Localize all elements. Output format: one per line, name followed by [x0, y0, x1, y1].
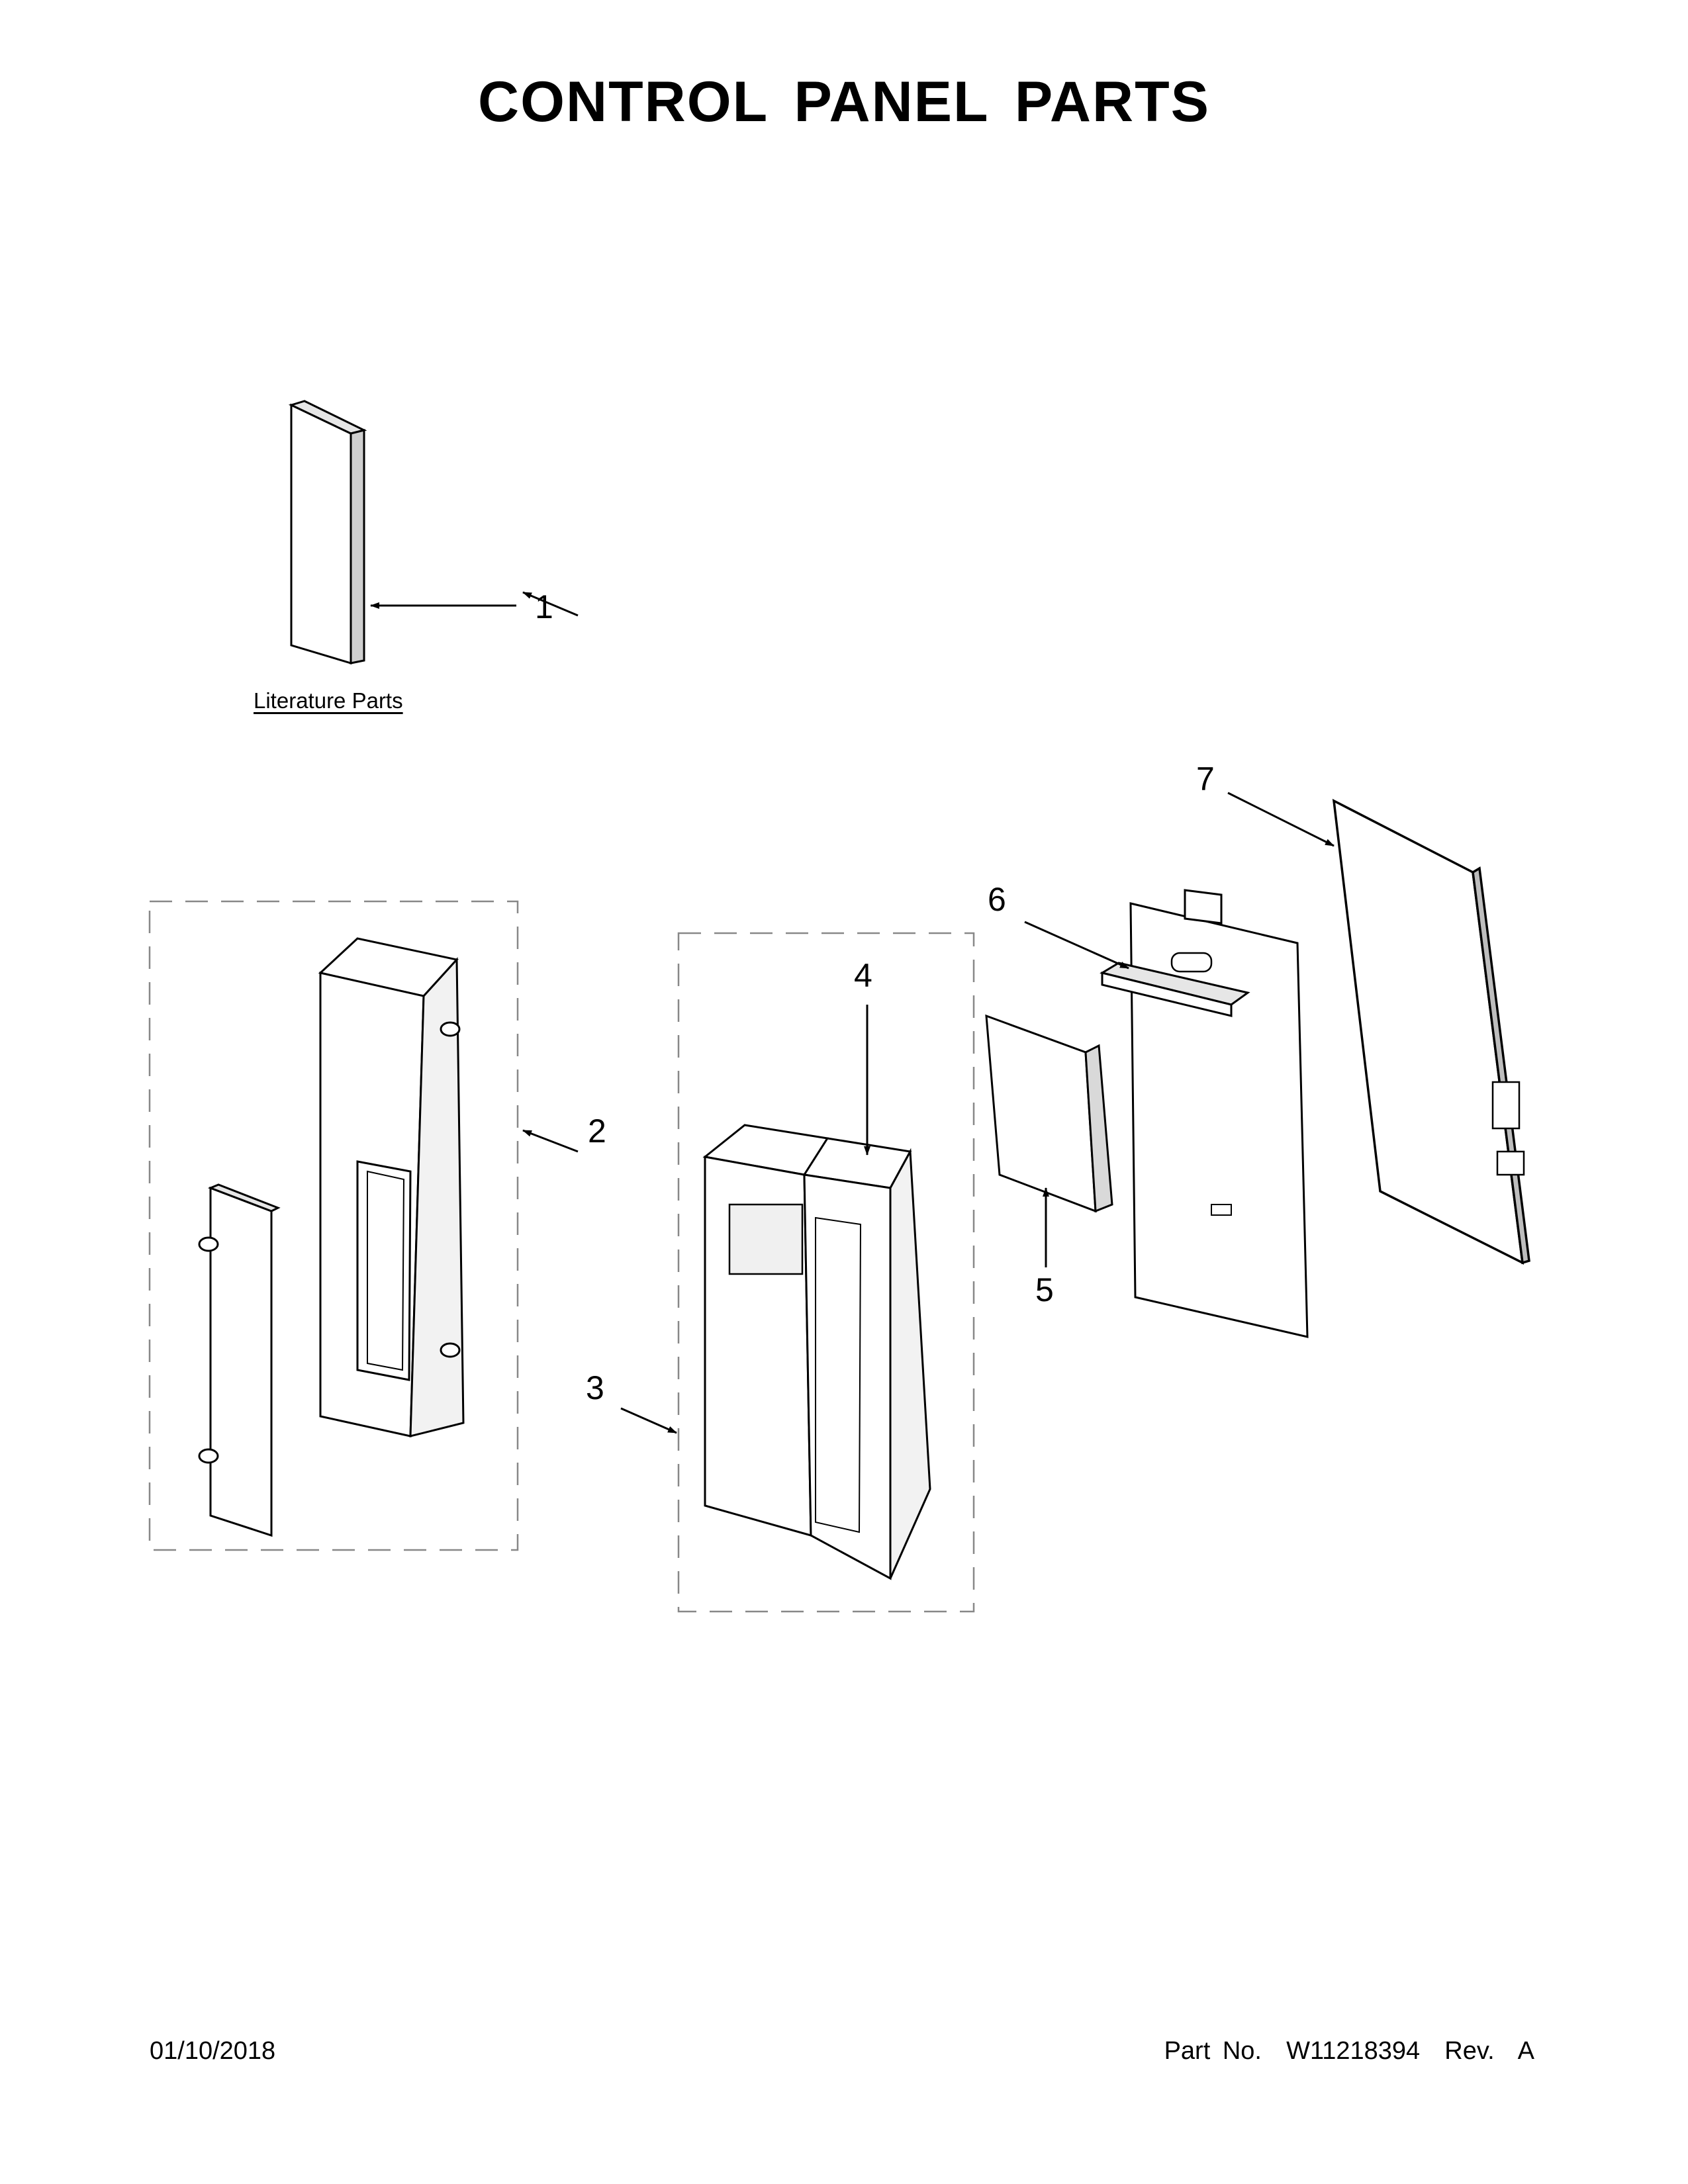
leader-6 — [1024, 921, 1129, 970]
side-bracket — [198, 1183, 281, 1537]
control-panel-fascia — [702, 1124, 829, 1537]
callout-3: 3 — [586, 1369, 604, 1406]
leader-arrows — [370, 591, 1335, 1434]
leader-7 — [1227, 792, 1335, 847]
literature-parts-label: Literature Parts — [254, 688, 403, 713]
callout-1: 1 — [535, 588, 553, 625]
footer-date: 01/10/2018 — [150, 2037, 276, 2065]
small-control-board — [985, 1014, 1113, 1213]
footer-part-number: Part No. W11218394 Rev. A — [1164, 2037, 1534, 2065]
part-2-group-box — [148, 900, 519, 1551]
leader-3 — [620, 1407, 677, 1434]
callout-4: 4 — [854, 957, 872, 994]
leader-2 — [522, 591, 579, 617]
callout-7: 7 — [1196, 760, 1215, 797]
main-control-board — [1332, 798, 1530, 1265]
part-3-group-box — [677, 932, 975, 1613]
page-title: CONTROL PANEL PARTS — [477, 70, 1211, 134]
callout-5: 5 — [1035, 1271, 1054, 1308]
callout-2: 2 — [588, 1113, 606, 1150]
leader-2b — [522, 1129, 579, 1153]
control-board-bracket — [1100, 889, 1309, 1338]
callout-6: 6 — [988, 881, 1006, 918]
control-panel-housing — [318, 937, 465, 1437]
literature-booklet — [288, 400, 367, 665]
fascia-trim — [802, 1137, 931, 1580]
